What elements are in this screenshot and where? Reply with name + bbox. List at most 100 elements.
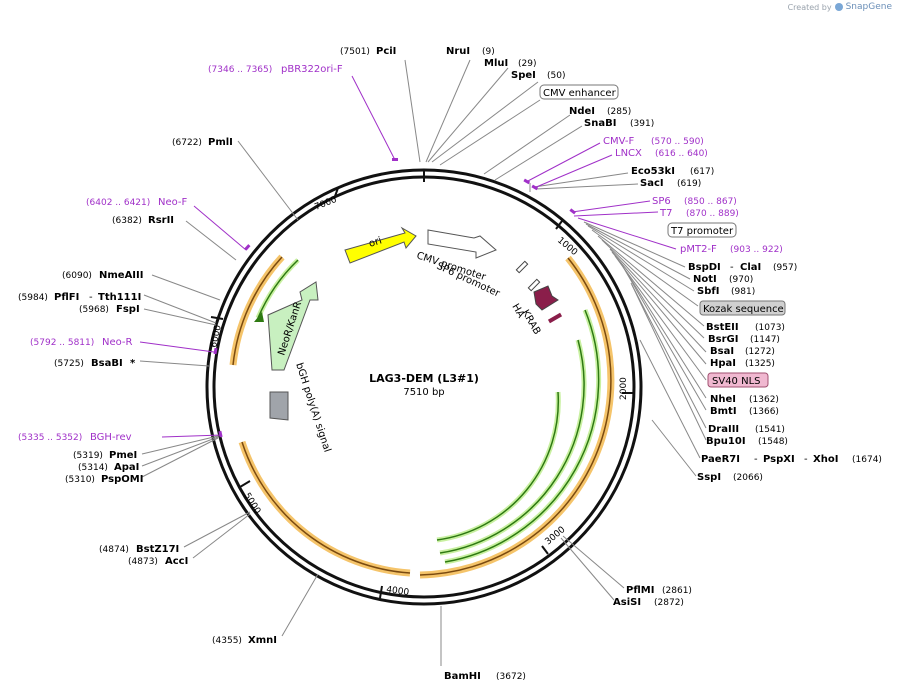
paer7i-label[interactable]: PaeR7I [701, 454, 740, 465]
pmli-pos: (6722) [172, 138, 202, 148]
pmt2-f-primer[interactable]: pMT2-F [680, 244, 717, 255]
pmei-label[interactable]: PmeI [109, 450, 137, 461]
pbr322ori-primer[interactable]: pBR322ori-F [281, 64, 343, 75]
neo-r-range: (5792 .. 5811) [30, 338, 94, 348]
neo-feature [267, 281, 319, 371]
pbr322ori-range: (7346 .. 7365) [208, 65, 272, 75]
sp6-primer[interactable]: SP6 [652, 196, 671, 207]
noti-label[interactable]: NotI [693, 274, 717, 285]
bamhi-pos: (3672) [496, 672, 526, 682]
bsteii-pos: (1073) [755, 323, 785, 333]
eco53ki-label[interactable]: Eco53kI [631, 166, 675, 177]
sspi-label[interactable]: SspI [697, 472, 721, 483]
orf-arc-right-inner3-line [436, 391, 560, 541]
acci-label[interactable]: AccI [165, 556, 188, 567]
xmni-label[interactable]: XmnI [248, 635, 277, 646]
nrui-label[interactable]: NruI [446, 46, 470, 57]
neo-r-primer[interactable]: Neo-R [102, 337, 133, 348]
pspomi-pos: (5310) [65, 475, 95, 485]
acci-pos: (4873) [128, 557, 158, 567]
sv40-nls-box [707, 372, 769, 388]
xmni-pos: (4355) [212, 636, 242, 646]
pflmi-label[interactable]: PflMI [626, 585, 654, 596]
svg-text:-: - [730, 262, 734, 273]
tick-5000: 5000 [241, 491, 262, 516]
tth111i-label[interactable]: Tth111I [98, 292, 141, 303]
sbfi-label[interactable]: SbfI [697, 286, 719, 297]
sv40-nls-label[interactable]: SV40 NLS [712, 376, 761, 387]
hpai-label[interactable]: HpaI [710, 358, 736, 369]
xhoi-label[interactable]: XhoI [813, 454, 838, 465]
saci-label[interactable]: SacI [640, 178, 664, 189]
asisi-pos: (2872) [654, 598, 684, 608]
spei-pos: (50) [547, 71, 565, 81]
kozak-box [699, 300, 786, 316]
primer-marks [213, 158, 576, 438]
orf-left-arrowhead [254, 312, 264, 322]
apai-label[interactable]: ApaI [114, 462, 139, 473]
orf-arc-right-inner2-line [439, 339, 585, 554]
rsrii-label[interactable]: RsrII [148, 215, 174, 226]
bmti-pos: (1366) [749, 407, 779, 417]
fspi-label[interactable]: FspI [116, 304, 140, 315]
cmv-enhancer-label[interactable]: CMV enhancer [543, 88, 617, 99]
bmti-label[interactable]: BmtI [710, 406, 737, 417]
tick-3000-mark [541, 545, 549, 555]
cmv-f-primer[interactable]: CMV-F [603, 136, 634, 147]
spei-label[interactable]: SpeI [511, 70, 536, 81]
asisi-label[interactable]: AsiSI [613, 597, 641, 608]
pcii-label[interactable]: PciI [376, 46, 396, 57]
pmt2-f-range: (903 .. 922) [730, 245, 783, 255]
pflfi-pos: (5984) [18, 293, 48, 303]
clai-label[interactable]: ClaI [740, 262, 761, 273]
apai-pos: (5314) [78, 463, 108, 473]
nhei-label[interactable]: NheI [710, 394, 736, 405]
t7-promoter-label[interactable]: T7 promoter [670, 226, 734, 237]
map-title: LAG3-DEM (L3#1) [369, 372, 479, 385]
ori-label: ori [368, 235, 384, 249]
rsrii-pos: (6382) [112, 216, 142, 226]
lncx-primer[interactable]: LNCX [615, 148, 642, 159]
cmv-enhancer-box [539, 84, 619, 100]
draiii-label[interactable]: DraIII [708, 424, 739, 435]
tick-2000: 2000 [619, 377, 629, 400]
bsrgi-pos: (1147) [750, 335, 780, 345]
sp6-promoter-feature [515, 260, 529, 274]
bsteii-label[interactable]: BstEII [706, 322, 739, 333]
t7-range: (870 .. 889) [686, 209, 739, 219]
bpu10i-label[interactable]: Bpu10I [706, 436, 746, 447]
orf-arc-left-inner-line [257, 259, 299, 319]
bpu10i-pos: (1548) [758, 437, 788, 447]
neo-f-primer[interactable]: Neo-F [158, 197, 188, 208]
t7-primer[interactable]: T7 [659, 208, 672, 219]
sp6-range: (850 .. 867) [684, 197, 737, 207]
bsrgi-label[interactable]: BsrGI [708, 334, 738, 345]
mlui-label[interactable]: MluI [484, 58, 508, 69]
nmeaiii-pos: (6090) [62, 271, 92, 281]
lncx-range: (616 .. 640) [655, 149, 708, 159]
snabi-label[interactable]: SnaBI [584, 118, 616, 129]
pspxi-label[interactable]: PspXI [763, 454, 795, 465]
bstz17i-label[interactable]: BstZ17I [136, 544, 179, 555]
snapgene-watermark: Created by SnapGene [788, 2, 892, 12]
ndei-label[interactable]: NdeI [569, 106, 595, 117]
bspdi-label[interactable]: BspDI [688, 262, 721, 273]
ndei-pos: (285) [607, 107, 631, 117]
orf-arc-left-outer-line [232, 256, 283, 366]
nhei-pos: (1362) [749, 395, 779, 405]
pspomi-label[interactable]: PspOMI [101, 474, 143, 485]
bgh-rev-primer[interactable]: BGH-rev [90, 432, 132, 443]
bamhi-label[interactable]: BamHI [444, 671, 481, 682]
sspi-pos: (2066) [733, 473, 763, 483]
orf-arc-right-inner1-line [444, 309, 600, 563]
nmeaiii-label[interactable]: NmeAIII [99, 270, 143, 281]
pmli-label[interactable]: PmlI [208, 137, 233, 148]
t7-promoter-feature [527, 278, 541, 292]
bsabi-label[interactable]: BsaBI [91, 358, 123, 369]
pflfi-label[interactable]: PflFI [54, 292, 79, 303]
tick-7000-mark [333, 187, 339, 200]
bsai-label[interactable]: BsaI [710, 346, 734, 357]
ori-feature [344, 226, 417, 264]
kozak-label[interactable]: Kozak sequence [703, 304, 784, 315]
snapgene-logo-icon [834, 3, 843, 11]
